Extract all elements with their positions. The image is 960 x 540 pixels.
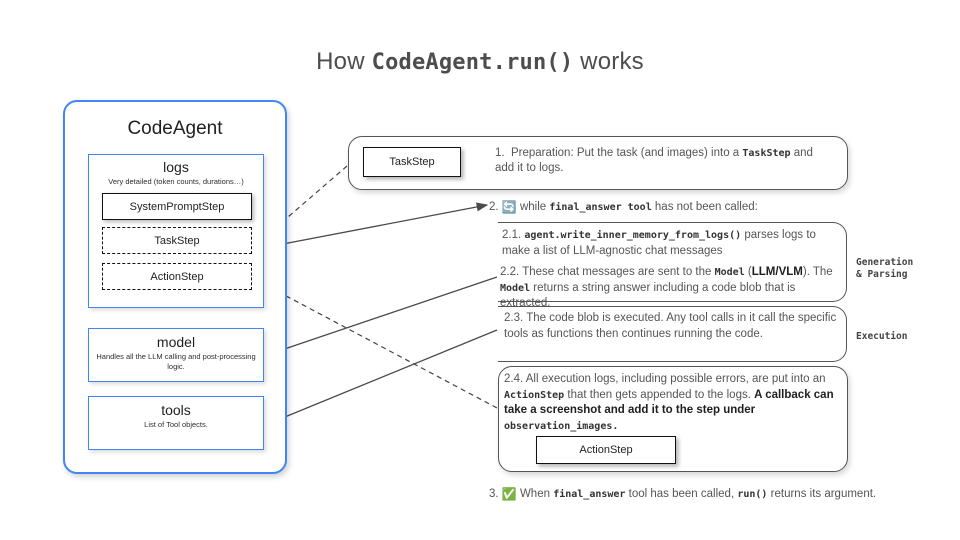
step-1-text-b: and add it to logs. <box>495 147 813 174</box>
step-23-number: 2.3. <box>504 312 524 324</box>
check-mark-emoji: ✅ <box>501 487 517 501</box>
logs-title: logs <box>163 159 189 175</box>
step-23-text: 2.3. The code blob is executed. Any tool… <box>504 311 838 342</box>
label-generation-line1: Generation <box>856 257 914 268</box>
step-3-code-b: run() <box>737 489 768 500</box>
step-3-number: 3. <box>489 488 499 500</box>
step-24-code-a: ActionStep <box>504 389 565 401</box>
step-23-box <box>498 306 847 362</box>
step-22-text-a: These chat messages are sent to the <box>522 266 715 278</box>
step-22-number: 2.2. <box>500 266 520 278</box>
step-2-header: 2. 🔄 while final_answer tool has not bee… <box>489 200 758 214</box>
step-22-text-d: returns a string answer including a code… <box>500 281 796 310</box>
step-22-text-b: ( <box>744 266 752 278</box>
step-1-code: TaskStep <box>742 148 791 159</box>
title-suffix: works <box>573 48 644 75</box>
step-23-text-a: The code blob is executed. Any tool call… <box>504 312 837 340</box>
arrow-model-to-22 <box>256 276 498 359</box>
step-1-text: 1. Preparation: Put the task (and images… <box>495 146 835 176</box>
arrow-logs-to-step2 <box>261 202 489 249</box>
tools-box: tools List of Tool objects. <box>88 396 264 450</box>
label-generation-parsing: Generation & Parsing <box>856 257 913 281</box>
tools-description: List of Tool objects. <box>144 420 208 429</box>
taskstep-chip[interactable]: TaskStep <box>363 147 461 177</box>
step-21-number: 2.1. <box>502 229 522 241</box>
model-description: Handles all the LLM calling and post-pro… <box>96 352 256 371</box>
step-1-number: 1. <box>495 147 505 159</box>
actionstep-chip[interactable]: ActionStep <box>536 436 676 464</box>
logs-box: logs Very detailed (token counts, durati… <box>88 154 264 308</box>
log-item-systempromptstep[interactable]: SystemPromptStep <box>102 193 252 220</box>
arrow-actionstep-dashed <box>256 280 498 409</box>
page-title: How CodeAgent.run() works <box>0 48 960 76</box>
step-21-text: 2.1. agent.write_inner_memory_from_logs(… <box>502 228 838 259</box>
step-24-code-b: observation_images. <box>504 420 619 432</box>
step-24-number: 2.4. <box>504 373 524 385</box>
label-generation-line2: & Parsing <box>856 269 908 280</box>
step-22-bold: LLM/VLM <box>751 266 803 278</box>
step-22-code-a: Model <box>714 267 745 278</box>
codeagent-title: CodeAgent <box>127 118 223 139</box>
step-3-text-b: tool has been called, <box>625 488 738 500</box>
label-execution: Execution <box>856 331 908 342</box>
step-24-text-b: that then gets appended to the logs. <box>564 388 755 401</box>
step-24-bold: A callback can take a screenshot and add… <box>504 388 834 417</box>
step-22-text-c: ). The <box>802 266 833 278</box>
step-1-box: TaskStep 1. Preparation: Put the task (a… <box>348 136 848 190</box>
step-2-text-b: has not been called: <box>651 201 758 213</box>
step-22-code-b: Model <box>500 282 531 294</box>
tools-title: tools <box>161 402 191 418</box>
title-prefix: How <box>316 48 372 75</box>
loop-emoji: 🔄 <box>501 200 517 214</box>
step-1-text-a: Preparation: Put the task (and images) i… <box>510 147 743 159</box>
step-3-text-a: When <box>519 488 554 500</box>
arrow-tools-to-23 <box>256 329 498 429</box>
step-21-code: agent.write_inner_memory_from_logs() <box>524 230 742 241</box>
step-3-text-c: returns its argument. <box>767 488 877 500</box>
codeagent-card: CodeAgent logs Very detailed (token coun… <box>63 100 287 474</box>
step-21-text-a: parses logs to make a list of LLM-agnost… <box>502 229 816 257</box>
step-22-text: 2.2. These chat messages are sent to the… <box>500 265 840 312</box>
step-24-text-a: All execution logs, including possible e… <box>525 373 826 385</box>
log-item-actionstep[interactable]: ActionStep <box>102 263 252 290</box>
step-2-number: 2. <box>489 201 499 213</box>
step-21-22-box <box>498 222 847 302</box>
step-2-code: final_answer tool <box>549 202 652 213</box>
model-box: model Handles all the LLM calling and po… <box>88 328 264 382</box>
model-title: model <box>156 334 196 350</box>
step-3-text: 3. ✅ When final_answer tool has been cal… <box>489 487 876 501</box>
step-2-text-a: while <box>519 201 550 213</box>
step-24-text: 2.4. All execution logs, including possi… <box>504 372 838 434</box>
logs-subtitle: Very detailed (token counts, durations…) <box>108 177 244 186</box>
log-item-taskstep[interactable]: TaskStep <box>102 227 252 254</box>
title-code: CodeAgent.run() <box>371 50 574 75</box>
step-3-code-a: final_answer <box>553 489 626 500</box>
